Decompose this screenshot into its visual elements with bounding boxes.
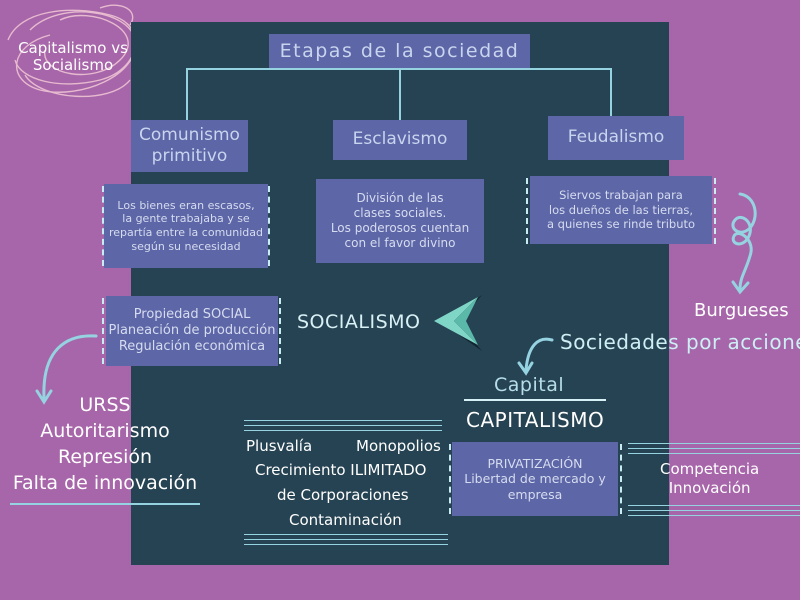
desc-comunismo-line-2: la gente trabajaba y se — [122, 212, 250, 226]
socialism-dash-left — [102, 298, 104, 364]
stage-feudalismo: Feudalismo — [548, 116, 684, 160]
capital-label: Capital — [494, 374, 565, 396]
stage-comunismo-line-2: primitivo — [151, 146, 228, 166]
effects-top-line-1 — [244, 420, 442, 421]
corner-title-line-1: Capitalismo vs — [18, 39, 128, 57]
innovacion-label: Innovación — [668, 479, 751, 497]
chevron-arrow-icon — [434, 295, 482, 351]
desc-feudalismo-line-3: a quienes se rinde tributo — [546, 217, 696, 232]
desc-comunismo-dash-left — [102, 186, 104, 266]
socialismo-label: SOCIALISMO — [297, 311, 421, 333]
desc-comunismo: Los bienes eran escasos, la gente trabaj… — [104, 184, 268, 268]
stage-esclavismo-label: Esclavismo — [352, 129, 448, 150]
effect-crecimiento: Crecimiento ILIMITADO — [255, 461, 427, 479]
ussr-trait-4: Falta de innovación — [12, 472, 198, 494]
competencia-top-line-2 — [628, 448, 800, 449]
corner-title: Capitalismo vs Socialismo — [4, 40, 142, 74]
competencia-bottom-line-2 — [628, 510, 800, 511]
sociedades-label: Sociedades por acciones — [560, 330, 800, 354]
curved-arrow-icon — [517, 337, 554, 376]
socialism-line-3: Regulación económica — [118, 339, 266, 355]
ussr-trait-2: Autoritarismo — [40, 420, 170, 442]
header-title: Etapas de la sociedad — [279, 40, 520, 63]
effects-bottom-line-3 — [244, 544, 448, 545]
ussr-trait-1: URSS — [79, 394, 131, 416]
effects-bottom-line-1 — [244, 534, 448, 535]
ussr-trait-3: Represión — [57, 446, 153, 468]
capitalism-box-title: PRIVATIZACIÓN — [487, 455, 583, 471]
competencia-top-line-3 — [628, 453, 800, 454]
desc-feudalismo-dash-left — [526, 178, 528, 244]
stage-esclavismo: Esclavismo — [333, 120, 467, 160]
desc-esclavismo-line-2: clases sociales. — [353, 206, 447, 220]
competencia-bottom-line-1 — [628, 505, 800, 506]
effects-top-line-2 — [244, 425, 442, 426]
socialism-box: Propiedad SOCIAL Planeación de producció… — [106, 296, 278, 366]
desc-esclavismo-line-4: con el favor divino — [344, 236, 456, 250]
socialism-line-1: Propiedad SOCIAL — [133, 306, 251, 322]
effects-top-line-3 — [244, 430, 442, 431]
effects-bottom-line-2 — [244, 539, 448, 540]
capital-underline — [464, 399, 606, 401]
stage-comunismo: Comunismo primitivo — [131, 120, 248, 172]
ussr-traits: URSS Autoritarismo Represión Falta de in… — [0, 392, 210, 496]
stage-feudalismo-label: Feudalismo — [567, 127, 665, 148]
tree-left-drop — [186, 68, 188, 120]
competencia-label: Competencia — [660, 460, 760, 478]
effect-plusvalia: Plusvalía — [246, 437, 313, 455]
tree-right-drop — [610, 68, 612, 120]
desc-esclavismo: División de las clases sociales. Los pod… — [316, 179, 484, 263]
socialism-line-2: Planeación de producción — [108, 322, 276, 338]
capitalismo-label: CAPITALISMO — [466, 408, 605, 432]
desc-feudalismo-dash-right — [714, 178, 716, 244]
curved-arrow-icon — [35, 334, 98, 405]
ussr-underline — [10, 503, 200, 505]
desc-esclavismo-line-3: Los poderosos cuentan — [330, 221, 470, 235]
stage-comunismo-line-1: Comunismo — [139, 124, 240, 145]
competencia-top-line-1 — [628, 443, 800, 444]
capitalism-box-line-2: empresa — [507, 486, 563, 502]
desc-comunismo-line-4: según su necesidad — [131, 239, 241, 253]
capitalism-dash-left — [449, 444, 451, 514]
curly-arrow-icon — [731, 192, 757, 295]
header-box: Etapas de la sociedad — [269, 34, 530, 70]
effect-contaminacion: Contaminación — [289, 511, 402, 529]
desc-esclavismo-line-1: División de las — [356, 191, 444, 205]
capitalism-box-line-1: Libertad de mercado y — [464, 471, 606, 487]
desc-feudalismo-line-2: los dueños de las tierras, — [548, 202, 694, 217]
desc-feudalismo-line-1: Siervos trabajan para — [559, 188, 683, 203]
capitalism-dash-right — [620, 444, 622, 514]
effect-corporaciones: de Corporaciones — [277, 486, 409, 504]
desc-comunismo-line-3: repartía entre la comunidad — [109, 226, 263, 239]
desc-comunismo-dash-right — [268, 186, 270, 266]
capitalism-box: PRIVATIZACIÓN Libertad de mercado y empr… — [452, 442, 618, 516]
effect-monopolios: Monopolios — [356, 437, 441, 455]
competencia-labels: Competencia Innovación — [660, 460, 759, 498]
corner-title-line-2: Socialismo — [32, 56, 114, 74]
competencia-bottom-line-3 — [628, 515, 800, 516]
burgueses-label: Burgueses — [694, 300, 789, 321]
tree-middle-drop — [399, 68, 401, 120]
desc-feudalismo: Siervos trabajan para los dueños de las … — [530, 176, 712, 244]
socialism-dash-right — [279, 298, 281, 364]
desc-comunismo-line-1: Los bienes eran escasos, — [117, 198, 255, 212]
